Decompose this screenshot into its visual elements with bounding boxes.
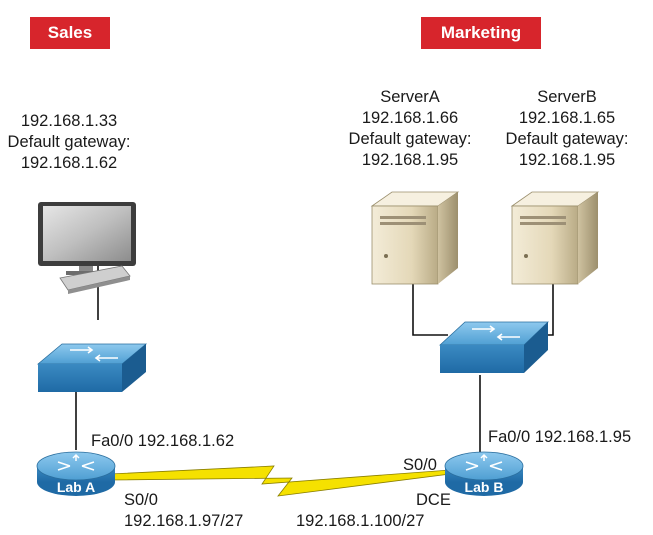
- server-b-gateway: 192.168.1.95: [518, 151, 616, 169]
- router-b-dce: DCE: [416, 491, 451, 509]
- server-b-led: [524, 254, 528, 258]
- server-a: [370, 191, 460, 285]
- monitor-screen: [43, 206, 131, 261]
- monitor-stand: [79, 266, 93, 273]
- keyboard-front: [68, 276, 130, 294]
- switch-b: [438, 321, 549, 373]
- router-b-serial-interface: S0/0: [403, 456, 437, 474]
- router-a: Lab A: [36, 451, 116, 496]
- sales-department-label: Sales: [30, 17, 110, 49]
- pc-gateway-label: Default gateway:: [7, 133, 131, 151]
- serial-link: [109, 465, 451, 497]
- router-b-label: Lab B: [465, 479, 504, 495]
- server-a-ip: 192.168.1.66: [361, 109, 459, 127]
- switch-a: [36, 343, 148, 392]
- router-b-fa-interface: Fa0/0 192.168.1.95: [488, 428, 632, 446]
- router-a-top: [36, 451, 116, 481]
- router-b-serial-ip: 192.168.1.100/27: [296, 512, 425, 530]
- switch-b-arrows-icon: [472, 325, 520, 341]
- server-b: [510, 191, 600, 285]
- switch-a-front: [38, 364, 122, 392]
- router-b-top: [444, 451, 524, 481]
- pc-gateway: 192.168.1.62: [20, 154, 118, 172]
- server-a-drive: [380, 216, 426, 219]
- router-a-label: Lab A: [57, 479, 95, 495]
- server-a-name: ServerA: [380, 88, 440, 106]
- switch-a-side: [122, 344, 146, 392]
- switch-a-arrows-icon: [70, 346, 118, 362]
- router-a-fa-interface: Fa0/0 192.168.1.62: [91, 432, 235, 450]
- server-b-gateway-label: Default gateway:: [505, 130, 629, 148]
- server-a-side: [438, 192, 458, 284]
- server-b-side: [578, 192, 598, 284]
- router-b: Lab B: [444, 451, 524, 496]
- server-b-address-block: ServerB 192.168.1.65 Default gateway: 19…: [493, 87, 641, 171]
- pc-computer: [38, 202, 136, 294]
- server-a-address-block: ServerA 192.168.1.66 Default gateway: 19…: [340, 87, 480, 171]
- server-b-ip: 192.168.1.65: [518, 109, 616, 127]
- server-a-drive: [380, 222, 426, 225]
- router-a-serial-ip: 192.168.1.97/27: [124, 512, 244, 530]
- switch-b-front: [440, 345, 524, 373]
- server-b-drive: [520, 222, 566, 225]
- pc-ip: 192.168.1.33: [20, 112, 118, 130]
- router-a-serial-interface: S0/0: [124, 491, 158, 509]
- marketing-department-label: Marketing: [421, 17, 541, 49]
- server-a-led: [384, 254, 388, 258]
- server-b-drive: [520, 216, 566, 219]
- router-a-arrows-icon: [57, 453, 95, 471]
- server-a-to-switch-b-line: [412, 282, 448, 336]
- switch-b-side: [524, 322, 548, 373]
- server-a-gateway-label: Default gateway:: [348, 130, 472, 148]
- router-b-arrows-icon: [465, 453, 503, 471]
- server-a-gateway: 192.168.1.95: [361, 151, 459, 169]
- server-b-name: ServerB: [537, 88, 597, 106]
- pc-address-block: 192.168.1.33 Default gateway: 192.168.1.…: [0, 111, 138, 174]
